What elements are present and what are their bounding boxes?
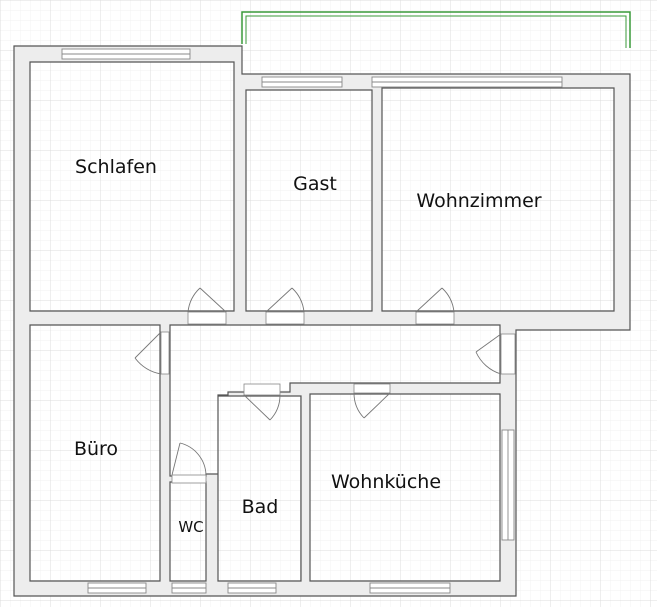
room-label-bad: Bad xyxy=(242,496,279,518)
door-wohnzimmer xyxy=(415,287,455,313)
door-bad xyxy=(243,394,281,421)
window-wohnkueche xyxy=(369,582,451,594)
window-schlafen xyxy=(61,48,191,60)
door-openings xyxy=(160,311,516,484)
door-wc xyxy=(171,442,207,476)
room-label-wohnkueche: Wohnküche xyxy=(331,471,441,493)
door-wohnkueche-hall xyxy=(475,333,502,375)
walls xyxy=(13,45,631,597)
room-label-wc: WC xyxy=(178,518,203,536)
balcony xyxy=(241,11,631,48)
room-label-schlafen: Schlafen xyxy=(75,156,157,178)
door-buero xyxy=(134,331,162,375)
window-wc xyxy=(171,582,207,594)
windows xyxy=(61,48,563,594)
window-buero xyxy=(87,582,147,594)
window-bad xyxy=(227,582,277,594)
window-wohnzimmer xyxy=(371,76,563,88)
window-gast xyxy=(261,76,343,88)
window-wohnkueche-side xyxy=(501,429,515,541)
room-label-buero: Büro xyxy=(74,438,118,460)
room-label-wohnzimmer: Wohnzimmer xyxy=(416,190,541,212)
door-schlafen xyxy=(187,287,227,313)
door-wohnkueche xyxy=(353,392,391,419)
doors xyxy=(134,287,502,476)
door-gast xyxy=(265,287,305,313)
room-label-gast: Gast xyxy=(293,173,337,195)
